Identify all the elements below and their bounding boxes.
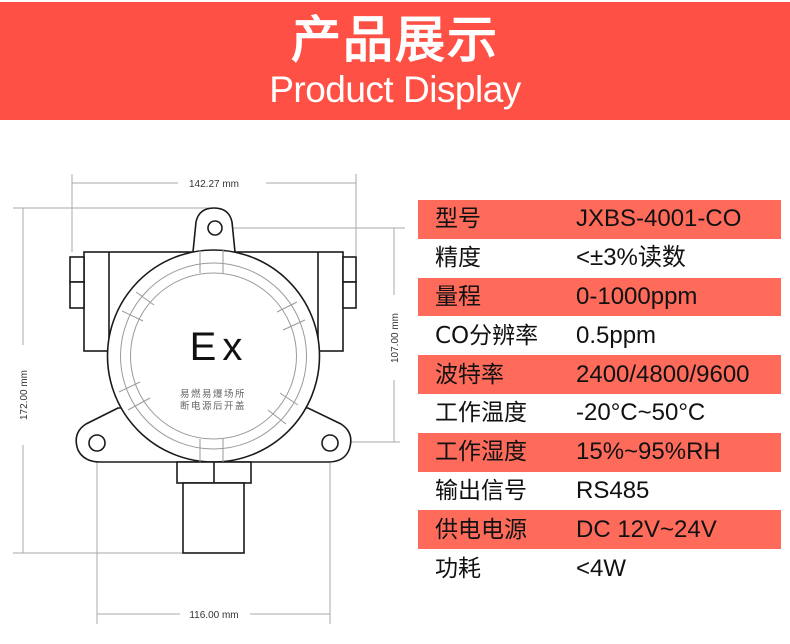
spec-row-model: 型号 JXBS-4001-CO xyxy=(418,200,781,239)
dim-width-top-label: 142.27 mm xyxy=(189,179,239,190)
cover-rings xyxy=(118,250,307,462)
spec-row-operating-humidity: 工作湿度 15%~95%RH xyxy=(418,432,781,472)
spec-label: 波特率 xyxy=(418,355,576,394)
spec-value: -20°C~50°C xyxy=(576,399,706,427)
spec-row-power-supply: 供电电源 DC 12V~24V xyxy=(418,510,781,550)
title-english: Product Display xyxy=(269,69,521,110)
warning-text-line1: 易燃易爆场所 xyxy=(180,388,246,400)
spec-label: 工作温度 xyxy=(435,400,527,427)
spec-value: 0-1000ppm xyxy=(576,277,781,317)
spec-label: CO分辨率 xyxy=(435,322,539,349)
spec-row-power-consumption: 功耗 <4W xyxy=(418,549,781,588)
spec-value: JXBS-4001-CO xyxy=(576,200,781,239)
spec-row-accuracy: 精度 <±3%读数 xyxy=(418,239,781,278)
dim-height-left-label: 172.00 mm xyxy=(19,370,30,420)
spec-table: 型号 JXBS-4001-CO 精度 <±3%读数 量程 0-1000ppm C… xyxy=(418,200,781,588)
dim-width-bottom-label: 116.00 mm xyxy=(189,610,238,621)
spec-value: <4W xyxy=(576,554,627,582)
title-chinese: 产品展示 xyxy=(291,11,499,69)
spec-label: 功耗 xyxy=(435,555,481,582)
dimension-lines xyxy=(13,174,405,624)
header-banner: 产品展示 Product Display xyxy=(0,2,790,120)
spec-label: 量程 xyxy=(418,277,576,317)
enclosure-outline xyxy=(69,207,357,554)
spec-value: <±3%读数 xyxy=(576,244,686,272)
warning-text-line2: 断电源后开盖 xyxy=(180,400,246,412)
spec-label: 供电电源 xyxy=(418,510,576,550)
spec-row-operating-temperature: 工作温度 -20°C~50°C xyxy=(418,394,781,433)
spec-label: 精度 xyxy=(435,245,481,272)
ex-mark: Ex xyxy=(190,325,249,369)
spec-row-resolution: CO分辨率 0.5ppm xyxy=(418,316,781,355)
spec-label: 工作湿度 xyxy=(418,432,576,472)
product-dimension-drawing: 142.27 mm 172.00 mm 107.00 mm 116.00 mm xyxy=(13,174,405,624)
spec-value: RS485 xyxy=(576,476,650,504)
spec-label: 型号 xyxy=(418,200,576,239)
spec-value: 15%~95%RH xyxy=(576,432,781,472)
dim-height-right-label: 107.00 mm xyxy=(390,313,401,363)
spec-label: 输出信号 xyxy=(435,477,527,504)
spec-value: DC 12V~24V xyxy=(576,510,781,550)
spec-row-baud-rate: 波特率 2400/4800/9600 xyxy=(418,355,781,394)
spec-value: 0.5ppm xyxy=(576,321,657,349)
spec-row-range: 量程 0-1000ppm xyxy=(418,277,781,317)
spec-value: 2400/4800/9600 xyxy=(576,355,781,394)
spec-row-output-signal: 输出信号 RS485 xyxy=(418,472,781,511)
